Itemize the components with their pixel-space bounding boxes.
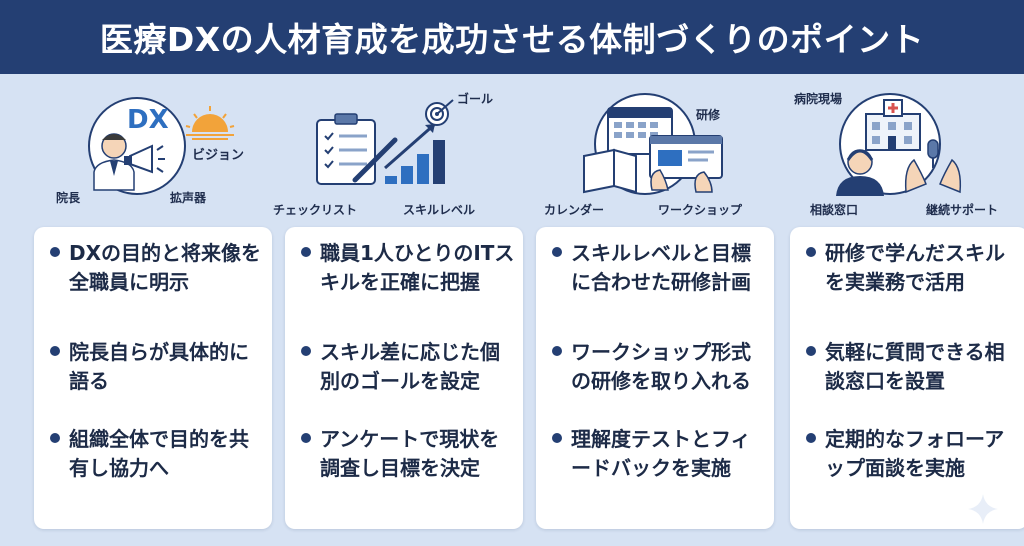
bullet-dot: [50, 247, 60, 257]
bullet-text: 気軽に質問できる相談窓口を設置: [825, 340, 1005, 393]
label-checklist: チェックリスト: [273, 203, 358, 217]
bullet-text: スキルレベルと目標に合わせた研修計画: [571, 241, 751, 294]
label-consultation: 相談窓口: [810, 203, 859, 217]
bullet-dot: [301, 247, 311, 257]
card-training: スキルレベルと目標に合わせた研修計画 ワークショップ形式の研修を取り入れる 理解…: [536, 227, 774, 529]
hospital-support-icon: [836, 93, 962, 196]
dx-illus-text: DX: [127, 105, 169, 135]
label-calendar: カレンダー: [544, 203, 605, 217]
bullet-dot: [552, 247, 562, 257]
label-vision: ビジョン: [192, 148, 245, 163]
bullet-text: 組織全体で目的を共有し協力へ: [69, 427, 249, 480]
column-support: 病院現場 相談窓口 継続サポート 研修で学んだスキルを実業務で活用 気軽に質問で…: [790, 84, 1024, 539]
bullet-text: 院長自らが具体的に語る: [69, 340, 249, 393]
label-director: 院長: [56, 191, 81, 205]
bullet-dot: [50, 346, 60, 356]
illustration-training: 研修 カレンダー ワークショップ: [536, 84, 781, 224]
label-skill-level: スキルレベル: [403, 203, 476, 217]
bullet-dot: [806, 433, 816, 443]
calendar-workshop-icon: [583, 93, 723, 195]
bullet-text: スキル差に応じた個別のゴールを設定: [320, 340, 500, 393]
bullet-dot: [552, 346, 562, 356]
bullet-dot: [552, 433, 562, 443]
column-vision: DX ビジョン 院長 拡声器 DXの目的と将来像を全職員に明示 院長自らが具体的…: [34, 84, 279, 539]
page-title: 医療DXの人材育成を成功させる体制づくりのポイント: [99, 20, 925, 59]
column-training: 研修 カレンダー ワークショップ スキルレベルと目標に合わせた研修計画 ワークシ…: [536, 84, 781, 539]
label-support: 継続サポート: [926, 203, 999, 217]
label-hospital: 病院現場: [794, 92, 843, 106]
label-workshop: ワークショップ: [658, 203, 743, 217]
bullet-text: 理解度テストとフィードバックを実施: [571, 427, 751, 480]
title-bar: 医療DXの人材育成を成功させる体制づくりのポイント: [0, 0, 1024, 74]
bullet-text: 研修で学んだスキルを実業務で活用: [825, 241, 1005, 294]
bullet-text: アンケートで現状を調査し目標を決定: [320, 427, 500, 480]
card-vision: DXの目的と将来像を全職員に明示 院長自らが具体的に語る 組織全体で目的を共有し…: [34, 227, 272, 529]
sparkle-icon: [968, 494, 998, 524]
bullet-text: DXの目的と将来像を全職員に明示: [69, 241, 262, 294]
illustration-vision: DX ビジョン 院長 拡声器: [34, 84, 279, 224]
bullet-dot: [806, 247, 816, 257]
label-megaphone: 拡声器: [170, 191, 207, 205]
bullet-dot: [806, 346, 816, 356]
card-support: 研修で学んだスキルを実業務で活用 気軽に質問できる相談窓口を設置 定期的なフォロ…: [790, 227, 1024, 529]
director-megaphone-icon: [88, 97, 235, 195]
column-skill: ゴール チェックリスト スキルレベル 職員1人ひとりのITスキルを正確に把握 ス…: [273, 84, 530, 539]
illustration-support: 病院現場 相談窓口 継続サポート: [790, 84, 1024, 224]
label-goal: ゴール: [457, 92, 494, 106]
bullet-dot: [301, 346, 311, 356]
bullet-text: ワークショップ形式の研修を取り入れる: [571, 340, 751, 393]
illustration-skill: ゴール チェックリスト スキルレベル: [273, 84, 530, 224]
card-skill: 職員1人ひとりのITスキルを正確に把握 スキル差に応じた個別のゴールを設定 アン…: [285, 227, 523, 529]
bullet-dot: [50, 433, 60, 443]
bullet-text: 定期的なフォローアップ面談を実施: [825, 427, 1005, 480]
label-training: 研修: [696, 108, 721, 122]
checklist-skill-chart-icon: [316, 99, 454, 185]
bullet-dot: [301, 433, 311, 443]
bullet-text: 職員1人ひとりのITスキルを正確に把握: [320, 241, 515, 294]
